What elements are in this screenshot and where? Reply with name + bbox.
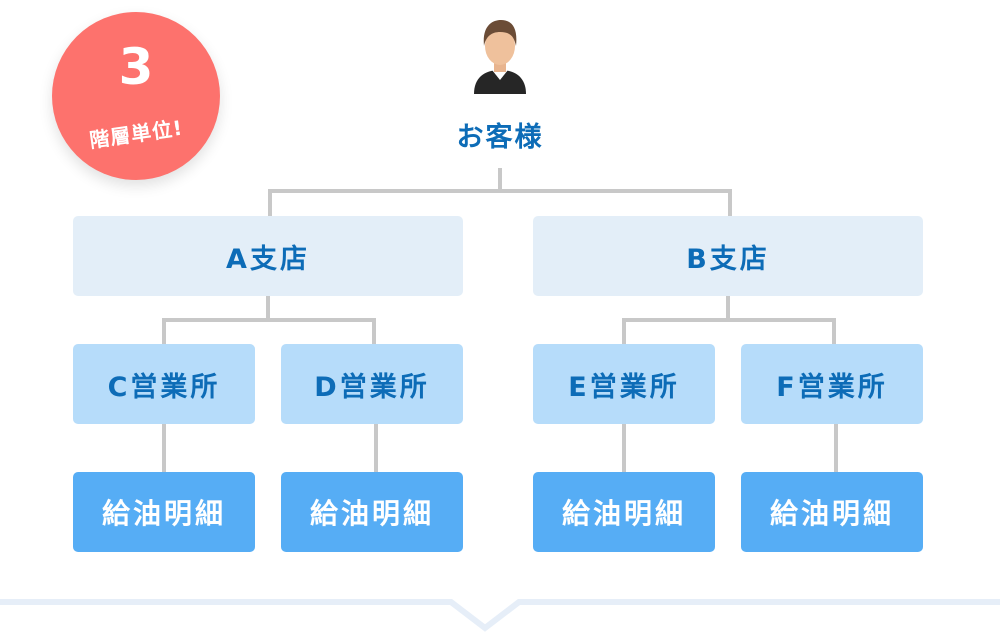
office-e-node: E営業所 <box>533 344 715 424</box>
root-label: お客様 <box>456 122 544 153</box>
office-d-node: D営業所 <box>281 344 463 424</box>
connector-branch-b <box>728 189 732 217</box>
branch-a-node: A支店 <box>73 216 463 296</box>
connector-branch-b-down <box>726 296 730 320</box>
office-c-node: C営業所 <box>73 344 255 424</box>
person-icon <box>474 20 526 94</box>
detail-f-node: 給油明細 <box>741 472 923 552</box>
office-f-node: F営業所 <box>741 344 923 424</box>
connector-branch-a <box>268 189 272 217</box>
hierarchy-badge: 3 階層単位! <box>52 12 220 180</box>
connector-root <box>498 168 502 192</box>
detail-c-node: 給油明細 <box>73 472 255 552</box>
down-arrow-divider <box>0 599 1000 632</box>
detail-e-node: 給油明細 <box>533 472 715 552</box>
connector-office-f <box>832 318 836 345</box>
connector-branch-a-down <box>266 296 270 320</box>
connector-root-horizontal <box>268 189 732 193</box>
connector-office-e <box>622 318 626 345</box>
connector-detail-c <box>162 424 166 472</box>
branch-b-node: B支店 <box>533 216 923 296</box>
connector-office-d <box>372 318 376 345</box>
connector-detail-e <box>622 424 626 472</box>
badge-number: 3 <box>118 38 154 96</box>
connector-branch-b-horizontal <box>622 318 836 322</box>
badge-text: 階層単位! <box>87 115 185 153</box>
connector-office-c <box>162 318 166 345</box>
connector-detail-f <box>834 424 838 472</box>
connector-branch-a-horizontal <box>162 318 376 322</box>
connector-detail-d <box>374 424 378 472</box>
detail-d-node: 給油明細 <box>281 472 463 552</box>
